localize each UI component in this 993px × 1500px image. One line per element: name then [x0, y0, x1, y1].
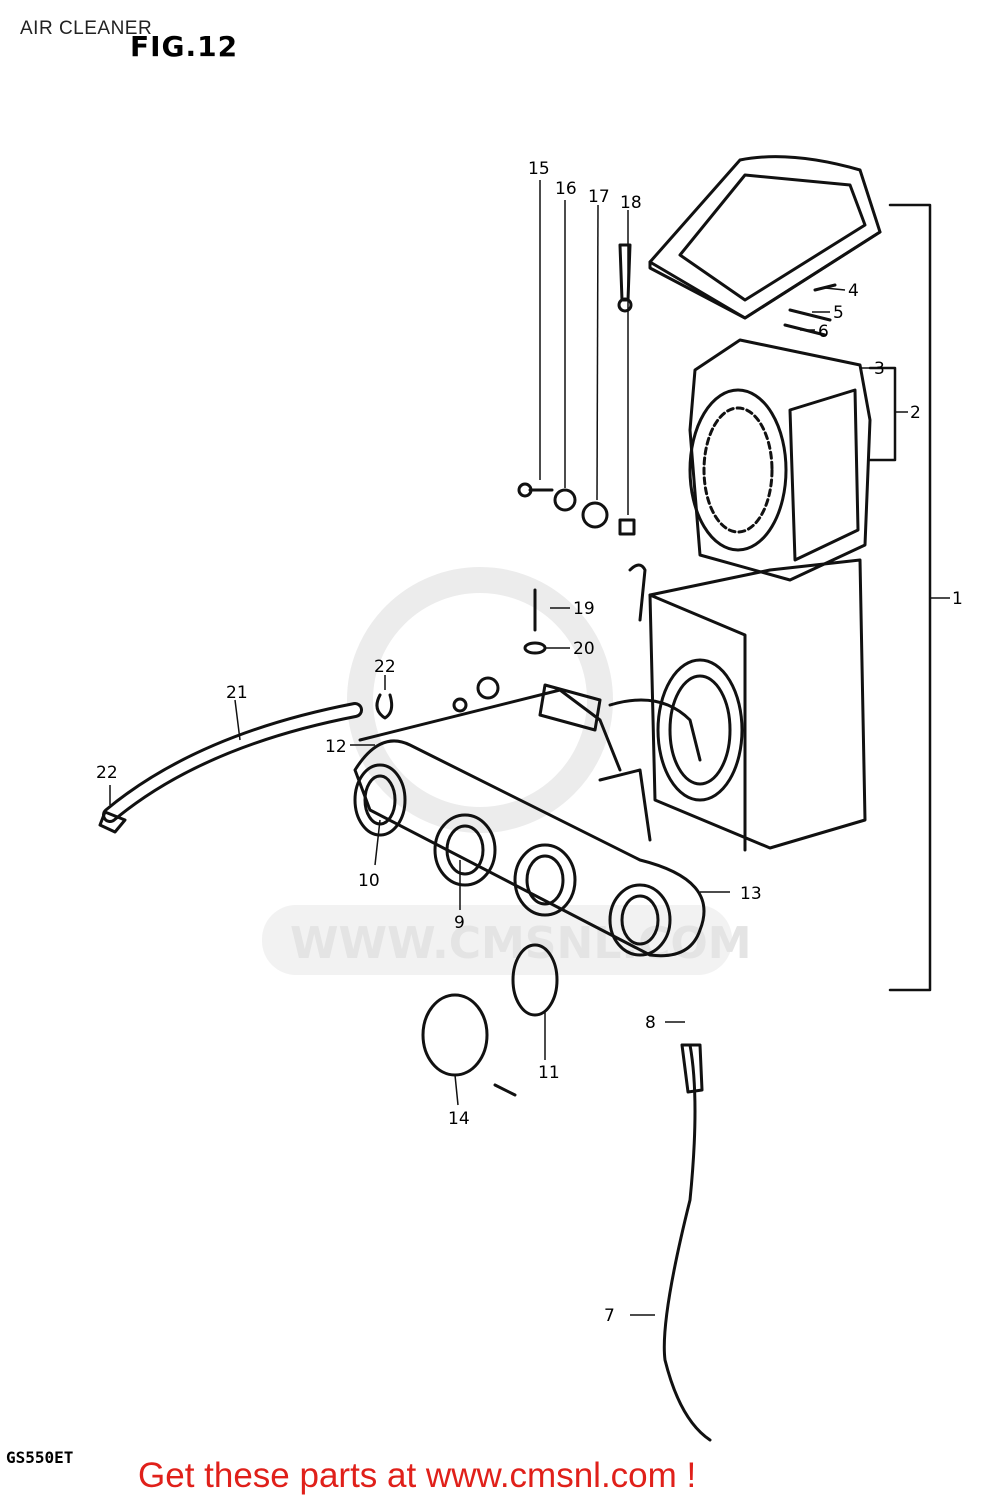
callout-10: 10 [358, 871, 380, 891]
callout-6: 6 [818, 322, 829, 342]
watermark: WWW.CMSNL.COM [262, 567, 752, 975]
callout-labels: 1 2 3 4 5 6 7 8 9 10 11 12 13 14 15 16 1… [96, 159, 963, 1326]
hose-clamp [511, 943, 559, 1017]
watermark-text: WWW.CMSNL.COM [290, 918, 752, 969]
callout-22-lower: 22 [96, 763, 118, 783]
leader-lines [109, 180, 950, 1316]
hose-clamp [421, 993, 489, 1077]
callout-17: 17 [588, 187, 610, 207]
assembly-bracket-2 [868, 366, 897, 462]
figure-number: FIG.12 [130, 30, 239, 63]
callout-11: 11 [538, 1063, 560, 1083]
air-cleaner-cap [648, 155, 882, 320]
callout-4: 4 [848, 281, 859, 301]
callout-3: 3 [874, 359, 885, 379]
page-header-title: AIR CLEANER [20, 18, 153, 39]
callout-14: 14 [448, 1109, 470, 1129]
callout-1: 1 [952, 589, 963, 609]
intake-manifold-plate [353, 688, 706, 958]
get-parts-link[interactable]: Get these parts at www.cmsnl.com ! [138, 1456, 697, 1495]
callout-15: 15 [528, 159, 550, 179]
breather-hose [102, 702, 363, 823]
callout-20: 20 [573, 639, 595, 659]
callout-2: 2 [910, 403, 921, 423]
model-code: GS550ET [6, 1448, 74, 1467]
callout-8: 8 [645, 1013, 656, 1033]
fasteners [98, 243, 837, 834]
callout-19: 19 [573, 599, 595, 619]
callout-13: 13 [740, 884, 762, 904]
callout-12: 12 [325, 737, 347, 757]
callout-7: 7 [604, 1306, 615, 1326]
callout-22-upper: 22 [374, 657, 396, 677]
callout-16: 16 [555, 179, 577, 199]
callout-21: 21 [226, 683, 248, 703]
callout-18: 18 [620, 193, 642, 213]
air-cleaner-case [628, 558, 867, 852]
air-filter-element [688, 338, 872, 582]
callout-5: 5 [833, 303, 844, 323]
callout-9: 9 [454, 913, 465, 933]
assembly-bracket-1 [888, 203, 932, 992]
drain-tube [662, 1043, 712, 1442]
